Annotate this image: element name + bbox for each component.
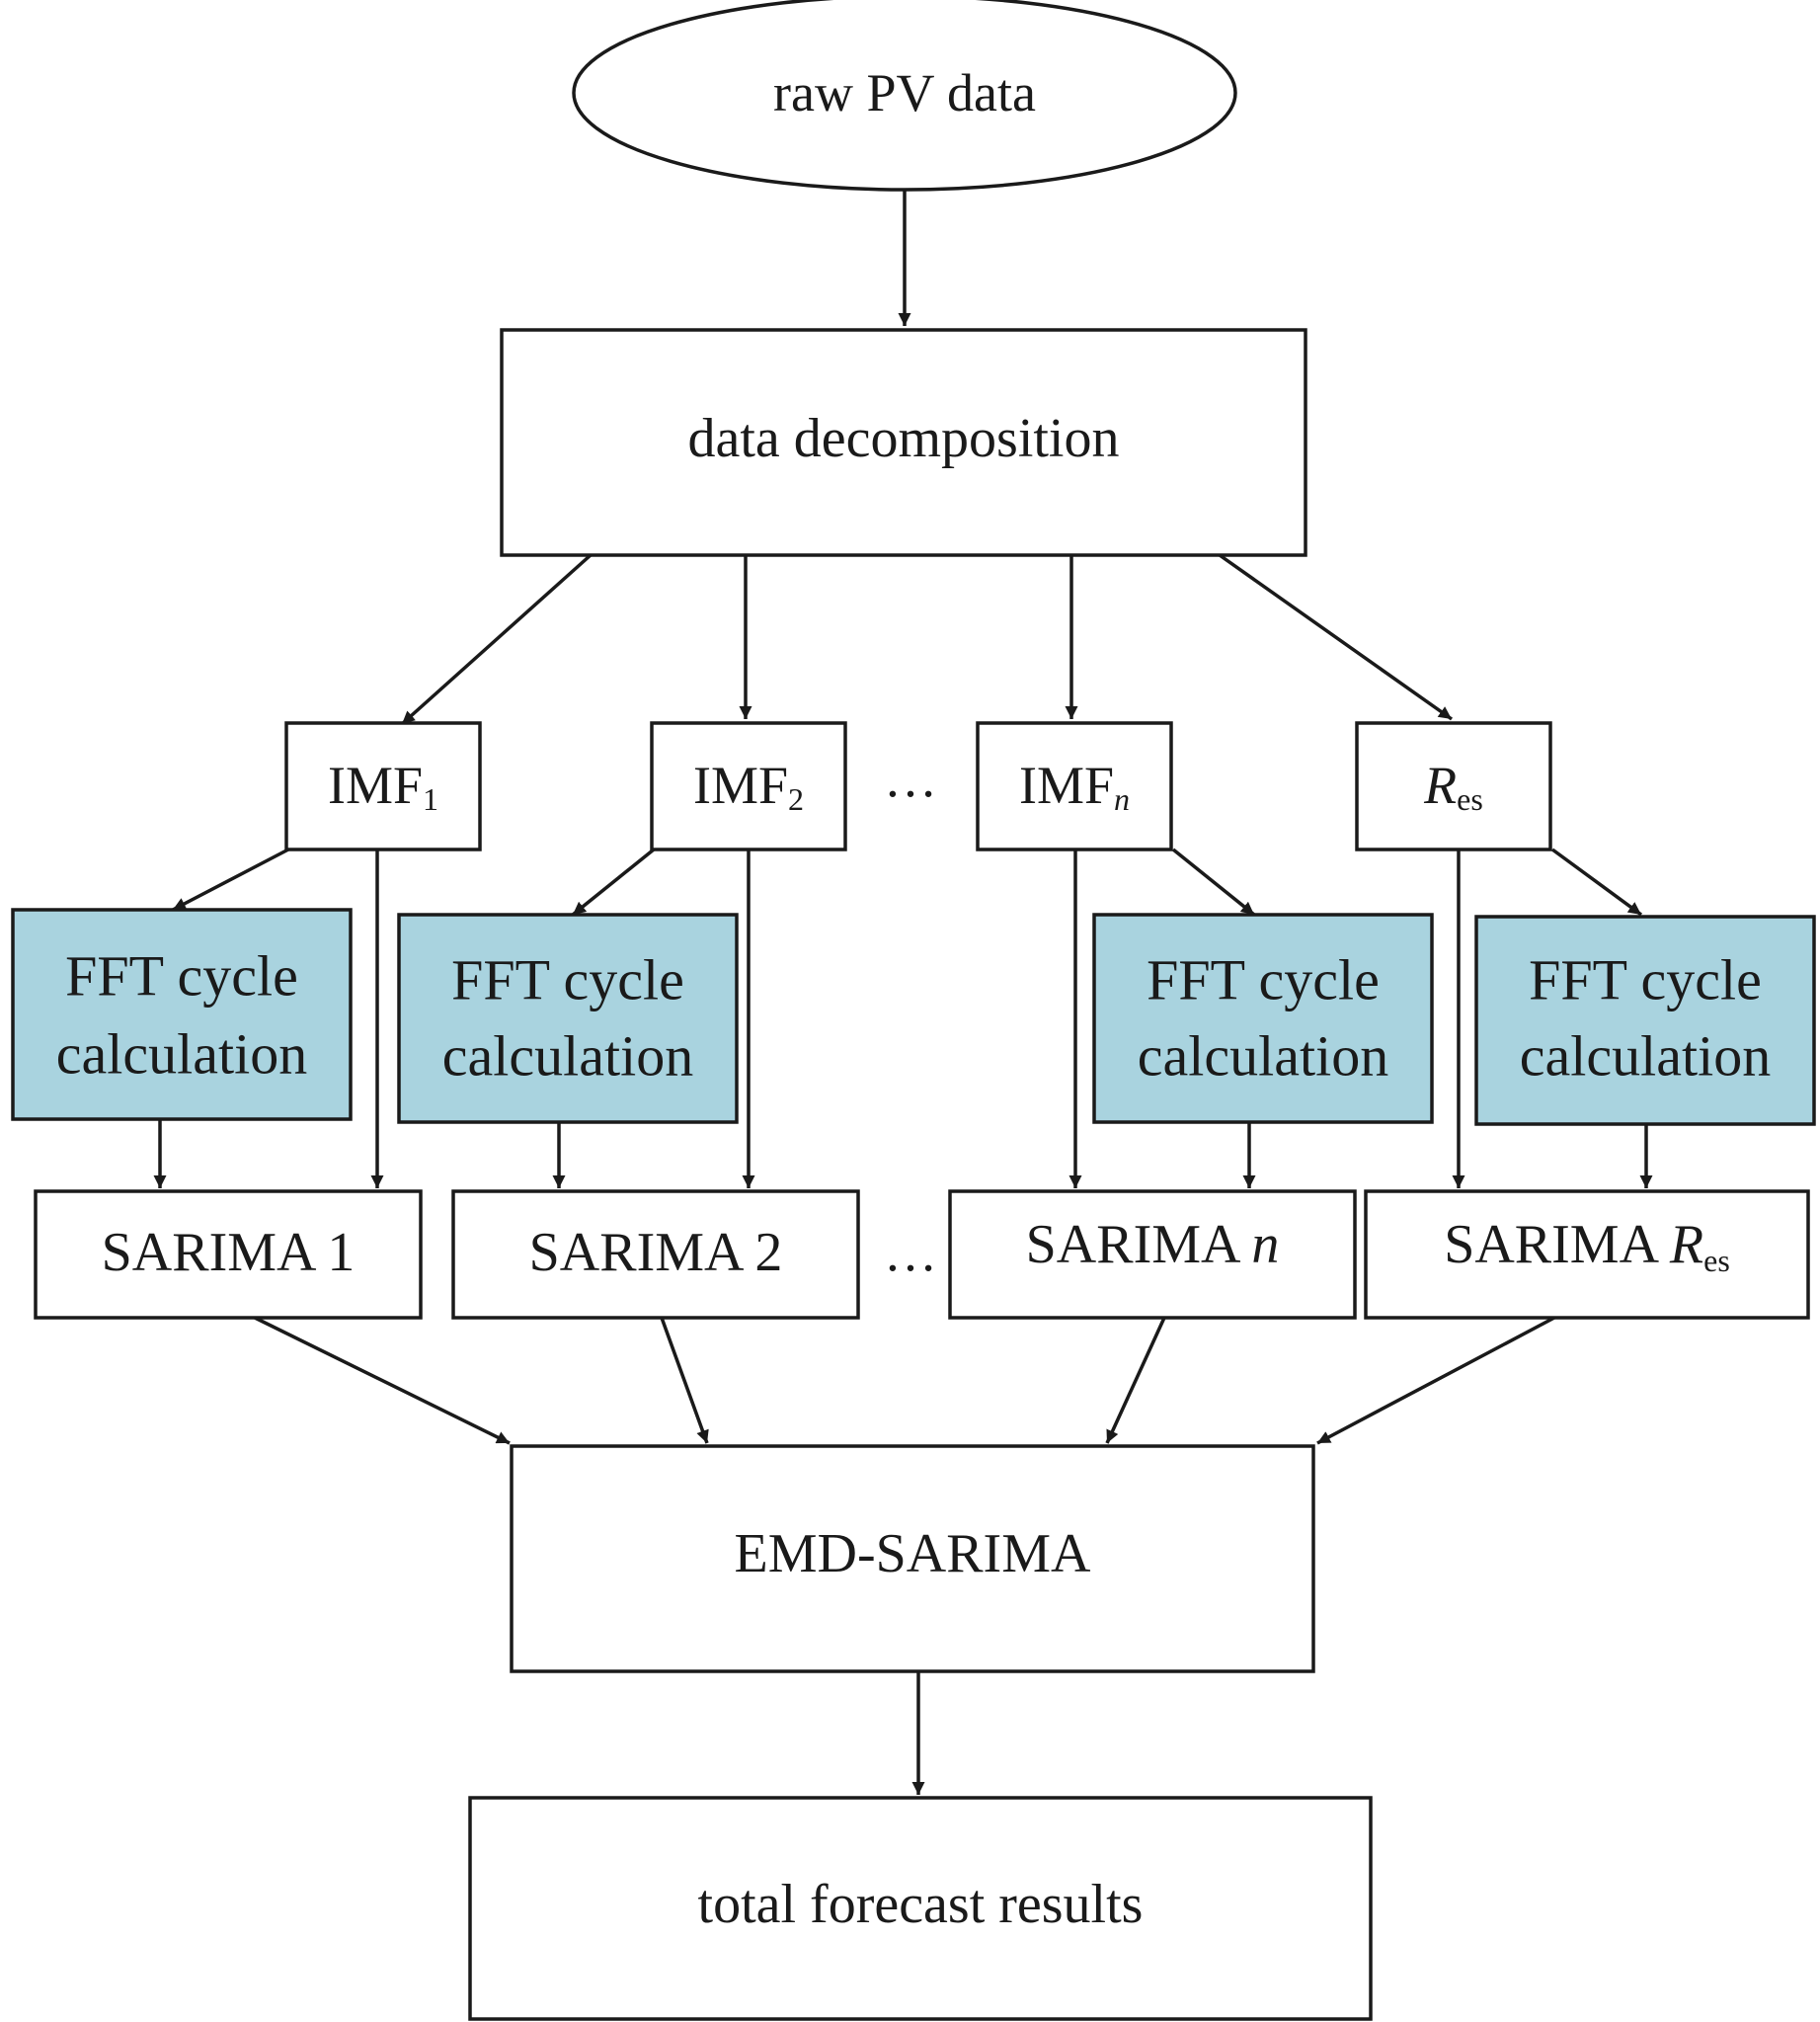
edge-sarima1-to-emd [254, 1316, 511, 1445]
node-emd-sarima: EMD-SARIMA [510, 1444, 1315, 1673]
edges [153, 190, 1653, 1795]
imf-2-subscript: 2 [788, 781, 804, 817]
edge-imf1-to-fft1 [172, 848, 289, 912]
edge-decomp-to-res [1218, 553, 1454, 721]
sarima-res-subscript: es [1703, 1243, 1730, 1278]
imf-ellipsis: … [884, 749, 937, 808]
imf-n-subscript: n [1114, 781, 1130, 817]
res-subscript: es [1457, 781, 1483, 817]
raw-pv-data-label: raw PV data [773, 63, 1036, 122]
edge-decomp-to-imf1 [400, 553, 593, 726]
svg-text:SARIMA Res: SARIMA Res [1444, 1214, 1730, 1278]
node-fft-2: FFT cycle calculation [397, 913, 739, 1124]
node-res: Res [1355, 721, 1552, 851]
emd-sarima-label: EMD-SARIMA [735, 1523, 1091, 1584]
node-fft-n: FFT cycle calculation [1092, 913, 1434, 1124]
node-fft-1: FFT cycle calculation [11, 908, 353, 1121]
sarima-n-base: SARIMA [1026, 1214, 1252, 1275]
sarima-res-italic: R [1669, 1214, 1703, 1275]
edge-sarima-n-to-emd [1105, 1317, 1166, 1444]
edge-imf2-to-fft2 [571, 848, 656, 917]
edge-sarima2-to-emd [660, 1317, 709, 1444]
node-sarima-2: SARIMA 2 [451, 1189, 860, 1320]
node-total-forecast-results: total forecast results [468, 1796, 1373, 2021]
node-imf-2: IMF2 [650, 721, 847, 851]
svg-text:IMF2: IMF2 [693, 756, 804, 817]
imf-1-subscript: 1 [423, 781, 438, 817]
sarima-res-base: SARIMA [1444, 1214, 1670, 1275]
fft-res-line2: calculation [1520, 1024, 1771, 1089]
node-sarima-res: SARIMA Res [1364, 1189, 1810, 1320]
sarima-1-label: SARIMA 1 [102, 1222, 356, 1283]
imf-1-base: IMF [328, 756, 423, 815]
edge-res-to-fftres [1550, 848, 1643, 917]
fft-2-line1: FFT cycle [451, 948, 684, 1012]
node-imf-1: IMF1 [284, 721, 482, 851]
fft-1-line2: calculation [56, 1022, 307, 1087]
sarima-ellipsis: … [884, 1223, 937, 1282]
fft-2-line2: calculation [442, 1024, 693, 1089]
sarima-2-label: SARIMA 2 [529, 1222, 783, 1283]
svg-text:SARIMA n: SARIMA n [1026, 1214, 1280, 1275]
node-sarima-n: SARIMA n [948, 1189, 1357, 1320]
node-raw-pv-data: raw PV data [572, 0, 1237, 192]
svg-text:Res: Res [1423, 756, 1483, 817]
svg-text:IMF1: IMF1 [328, 756, 438, 817]
node-data-decomposition: data decomposition [500, 328, 1307, 557]
svg-text:IMFn: IMFn [1019, 756, 1130, 817]
edge-imfn-to-fftn [1171, 848, 1256, 917]
edge-sarima-res-to-emd [1316, 1316, 1555, 1445]
res-base: R [1423, 756, 1457, 815]
node-sarima-1: SARIMA 1 [34, 1189, 423, 1320]
imf-n-base: IMF [1019, 756, 1114, 815]
node-fft-res: FFT cycle calculation [1474, 915, 1816, 1126]
imf-2-base: IMF [693, 756, 788, 815]
fft-n-line1: FFT cycle [1147, 948, 1380, 1012]
data-decomposition-label: data decomposition [687, 408, 1119, 469]
total-forecast-results-label: total forecast results [698, 1874, 1144, 1935]
fft-1-line1: FFT cycle [65, 944, 298, 1009]
fft-n-line2: calculation [1138, 1024, 1388, 1089]
node-imf-n: IMFn [976, 721, 1173, 851]
fft-res-line1: FFT cycle [1529, 948, 1762, 1012]
sarima-n-italic: n [1251, 1214, 1279, 1275]
